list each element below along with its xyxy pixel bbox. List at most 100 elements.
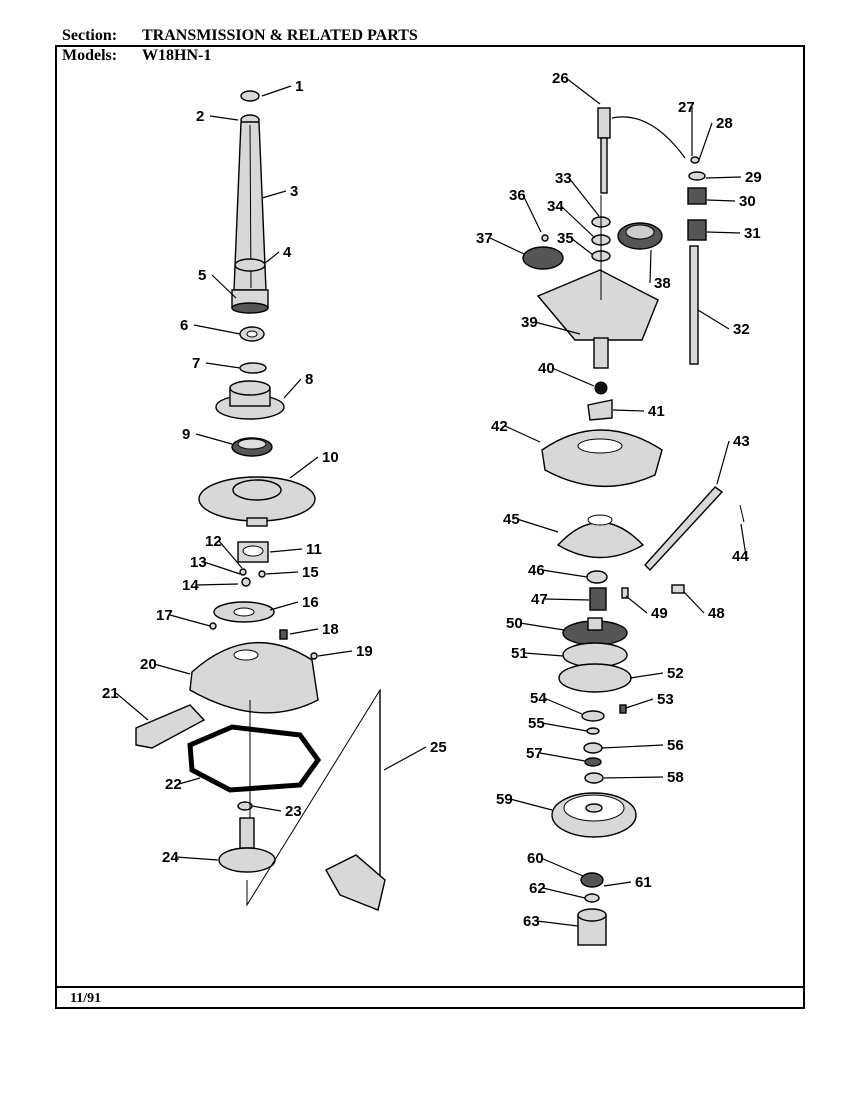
callout-leader-12 xyxy=(218,540,243,569)
callout-43: 43 xyxy=(733,433,750,450)
callout-leader-55 xyxy=(541,722,588,732)
callout-26: 26 xyxy=(552,70,569,87)
callout-leader-50 xyxy=(519,622,565,631)
callout-leader-34 xyxy=(560,205,596,239)
callout-53: 53 xyxy=(657,691,674,708)
callout-leader-5 xyxy=(211,274,237,299)
callout-52: 52 xyxy=(667,665,684,682)
part-6-nut xyxy=(239,326,265,342)
parts-17-19-small xyxy=(209,622,318,660)
callout-leader-33 xyxy=(568,177,600,217)
callout-leader-40 xyxy=(551,367,595,387)
callout-leader-18 xyxy=(289,628,319,635)
part-24-drive-shaft xyxy=(218,817,276,873)
callout-leader-6 xyxy=(193,324,241,335)
callout-leader-56 xyxy=(601,744,664,749)
callout-17: 17 xyxy=(156,607,173,624)
callout-42: 42 xyxy=(491,418,508,435)
parts-60-63-coupler xyxy=(577,872,607,946)
callout-leader-19 xyxy=(317,650,353,657)
callout-50: 50 xyxy=(506,615,523,632)
callout-1: 1 xyxy=(295,78,303,95)
callout-59: 59 xyxy=(496,791,513,808)
callout-36: 36 xyxy=(509,187,526,204)
part-38-gear xyxy=(617,222,663,250)
callout-62: 62 xyxy=(529,880,546,897)
callout-leader-39 xyxy=(534,321,581,335)
callout-58: 58 xyxy=(667,769,684,786)
callout-46: 46 xyxy=(528,562,545,579)
callout-30: 30 xyxy=(739,193,756,210)
callout-leader-16 xyxy=(269,601,299,611)
parts-27-31-stack xyxy=(687,156,707,241)
callout-28: 28 xyxy=(716,115,733,132)
callout-leader-63 xyxy=(536,920,579,927)
callout-leader-24 xyxy=(175,856,219,861)
callout-37: 37 xyxy=(476,230,493,247)
callout-23: 23 xyxy=(285,803,302,820)
part-43-lever xyxy=(644,486,724,572)
callout-40: 40 xyxy=(538,360,555,377)
callout-20: 20 xyxy=(140,656,157,673)
callout-9: 9 xyxy=(182,426,190,443)
part-20-gear-case-cover xyxy=(189,641,319,714)
callout-leader-57 xyxy=(539,752,586,762)
callout-54: 54 xyxy=(530,690,547,707)
callout-55: 55 xyxy=(528,715,545,732)
part-1-ring xyxy=(240,90,260,102)
part-37-gear xyxy=(522,234,564,270)
callout-leader-23 xyxy=(251,805,282,812)
callout-29: 29 xyxy=(745,169,762,186)
callout-leader-62 xyxy=(542,887,586,899)
part-9-seal xyxy=(231,437,273,457)
callout-leader-53 xyxy=(625,698,654,709)
part-26-shaft xyxy=(597,107,686,194)
callout-49: 49 xyxy=(651,605,668,622)
part-39-gear-case xyxy=(536,269,659,369)
callout-leader-21 xyxy=(115,692,149,721)
callout-34: 34 xyxy=(547,198,564,215)
callout-32: 32 xyxy=(733,321,750,338)
part-32-rod xyxy=(689,245,699,365)
part-40-41-coupling xyxy=(587,381,613,421)
callout-56: 56 xyxy=(667,737,684,754)
callout-leader-31 xyxy=(706,231,741,234)
part-48-49-fasteners xyxy=(621,584,685,599)
callout-leader-32 xyxy=(697,309,730,330)
part-22-gasket xyxy=(187,724,322,793)
callout-11: 11 xyxy=(306,541,322,558)
section-header: Section:TRANSMISSION & RELATED PARTS xyxy=(62,27,418,45)
callout-leader-7 xyxy=(205,362,241,369)
callout-4: 4 xyxy=(283,244,292,261)
footer-rule xyxy=(55,986,805,988)
callout-leader-28 xyxy=(698,122,713,161)
callout-leader-49 xyxy=(625,595,648,614)
callout-57: 57 xyxy=(526,745,543,762)
part-5-collar xyxy=(231,289,269,314)
part-11-bearing xyxy=(237,541,269,563)
callout-leader-11 xyxy=(269,548,303,553)
callout-25: 25 xyxy=(430,739,447,756)
callout-22: 22 xyxy=(165,776,182,793)
callout-31: 31 xyxy=(744,225,761,242)
models-value: W18HN-1 xyxy=(142,47,212,64)
callout-leader-51 xyxy=(524,652,564,657)
callout-leader-1 xyxy=(261,85,292,97)
callout-leader-47 xyxy=(544,598,590,601)
callout-leader-30 xyxy=(706,199,736,202)
callout-12: 12 xyxy=(205,533,222,550)
callout-labels: 1234567891011121314151617181920212223242… xyxy=(102,70,762,930)
callout-7: 7 xyxy=(192,355,200,372)
callout-18: 18 xyxy=(322,621,339,638)
callout-leader-9 xyxy=(195,433,233,445)
callout-leader-4 xyxy=(263,251,280,265)
callout-leader-22 xyxy=(178,777,201,785)
callout-leader-44 xyxy=(740,523,747,557)
part-51-52-clutch xyxy=(558,642,632,693)
callout-leader-61 xyxy=(603,881,632,887)
callout-16: 16 xyxy=(302,594,319,611)
callout-leader-14 xyxy=(195,583,239,586)
callout-leader-8 xyxy=(283,378,302,399)
diagram-frame xyxy=(55,45,805,1009)
